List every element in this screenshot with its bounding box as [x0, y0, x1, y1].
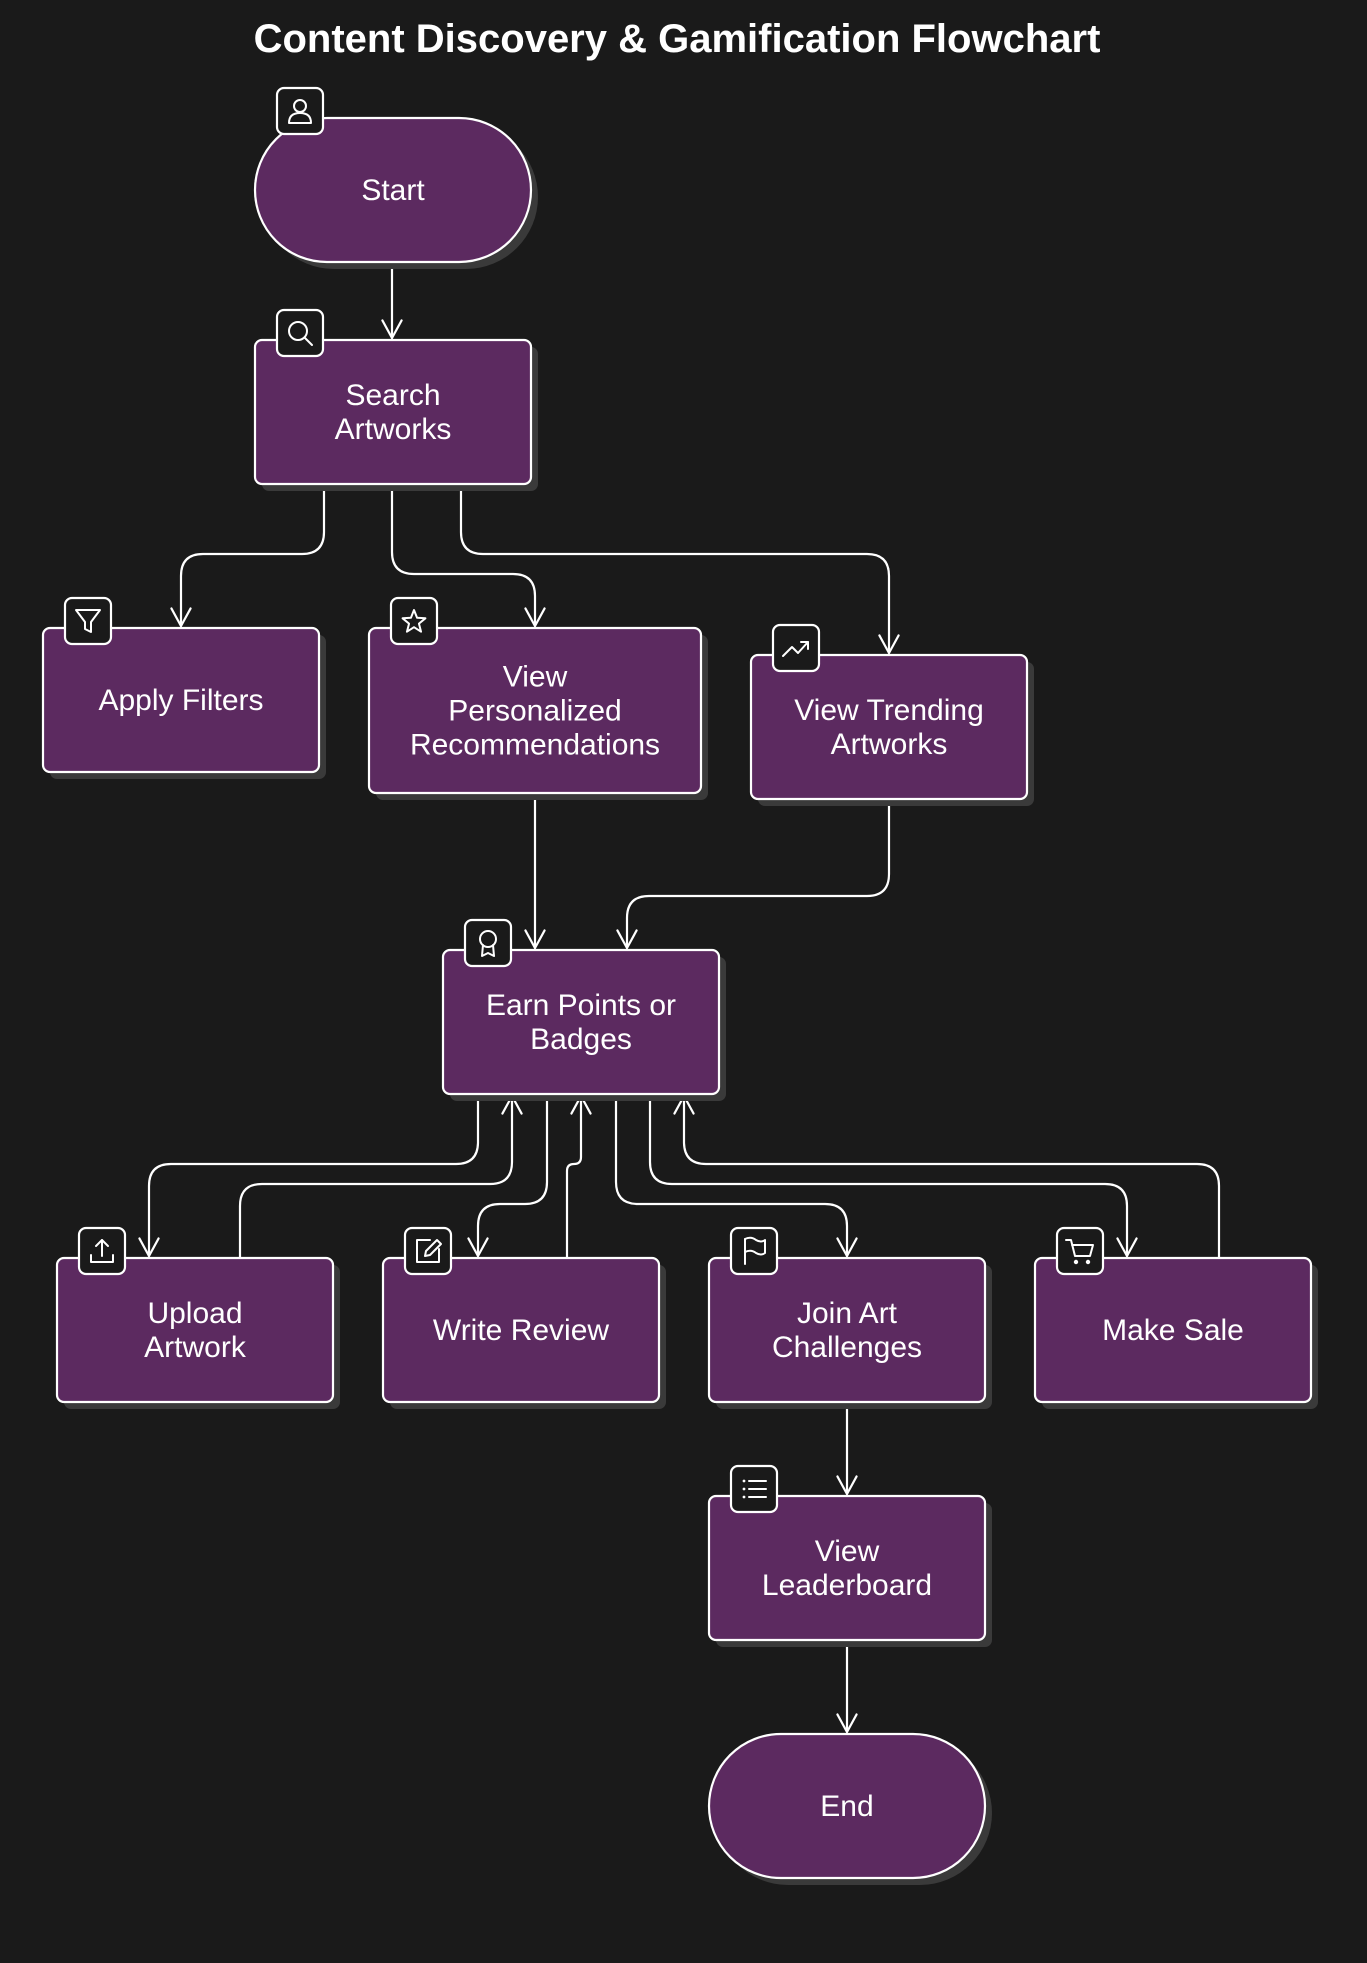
node-label: Leaderboard: [762, 1569, 932, 1602]
arrowhead: [878, 634, 900, 655]
arrowhead: [524, 929, 546, 950]
arrowhead: [467, 1237, 489, 1258]
node-label: Recommendations: [410, 729, 660, 762]
node-label: View: [503, 661, 568, 694]
node-end[interactable]: End: [707, 1732, 992, 1885]
node-label: Write Review: [433, 1314, 609, 1347]
node-label: Earn Points or: [486, 989, 676, 1022]
edit-icon: [403, 1226, 453, 1276]
node-sale[interactable]: Make Sale: [1033, 1226, 1318, 1409]
list-icon: [729, 1464, 779, 1514]
search-icon: [275, 308, 325, 358]
arrowhead: [836, 1237, 858, 1258]
node-box: [1033, 1256, 1313, 1404]
arrowhead: [836, 1713, 858, 1734]
arrowhead: [138, 1237, 160, 1258]
trending-up-icon: [771, 623, 821, 673]
node-label: Artworks: [335, 413, 452, 446]
edge-search-filters: [170, 482, 326, 628]
node-label: Artworks: [831, 728, 948, 761]
edge-trending-earn: [616, 797, 891, 950]
cart-icon: [1055, 1226, 1105, 1276]
upload-icon: [77, 1226, 127, 1276]
filter-icon: [63, 596, 113, 646]
node-label: View: [815, 1535, 880, 1568]
node-box: [41, 626, 321, 774]
edge-search-trending: [459, 482, 900, 655]
node-box: [707, 1494, 987, 1642]
edge-challenges-leaderboard: [836, 1400, 858, 1496]
edge-leaderboard-end: [836, 1638, 858, 1734]
edges-layer: [138, 260, 1221, 1734]
chart-title: Content Discovery & Gamification Flowcha…: [254, 17, 1101, 61]
edge-earn-review: [467, 1092, 549, 1258]
arrowhead: [524, 607, 546, 628]
node-label: Start: [361, 174, 425, 207]
node-label: Upload: [147, 1297, 242, 1330]
node-box: [749, 653, 1029, 801]
node-label: Artwork: [144, 1331, 247, 1364]
node-box: [707, 1732, 987, 1880]
edge-upload-earn: [238, 1094, 523, 1260]
node-label: End: [820, 1790, 873, 1823]
node-label: Badges: [530, 1023, 632, 1056]
edge-earn-challenges: [614, 1092, 858, 1258]
node-start[interactable]: Start: [253, 86, 538, 269]
node-label: View Trending: [794, 694, 984, 727]
arrowhead: [1116, 1237, 1138, 1258]
node-label: Make Sale: [1102, 1314, 1244, 1347]
flag-icon: [729, 1226, 779, 1276]
arrowhead: [170, 607, 192, 628]
node-box: [441, 948, 721, 1096]
node-box: [707, 1256, 987, 1404]
node-label: Apply Filters: [98, 684, 263, 717]
edge-search-personalized: [390, 482, 546, 628]
node-label: Personalized: [448, 695, 621, 728]
node-box: [253, 116, 533, 264]
node-label: Challenges: [772, 1331, 922, 1364]
node-box: [381, 1256, 661, 1404]
arrowhead: [616, 929, 638, 950]
award-icon: [463, 918, 513, 968]
user-icon: [275, 86, 325, 136]
node-box: [55, 1256, 335, 1404]
node-filters[interactable]: Apply Filters: [41, 596, 326, 779]
edge-start-search: [381, 260, 403, 340]
node-label: Join Art: [797, 1297, 898, 1330]
node-box: [253, 338, 533, 486]
star-icon: [389, 596, 439, 646]
edge-earn-upload: [138, 1092, 480, 1258]
node-box: [367, 626, 703, 795]
arrowhead: [836, 1475, 858, 1496]
arrowhead: [381, 319, 403, 340]
node-label: Search: [345, 379, 440, 412]
node-review[interactable]: Write Review: [381, 1226, 666, 1409]
edge-personalized-earn: [524, 791, 546, 950]
edge-review-earn: [565, 1094, 592, 1260]
edge-earn-sale: [648, 1092, 1138, 1258]
